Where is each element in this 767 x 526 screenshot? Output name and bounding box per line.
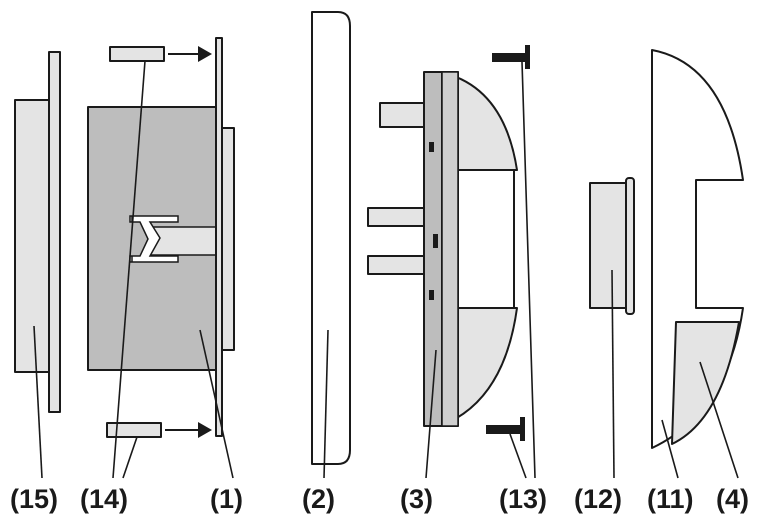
leader-12 [611,269,615,479]
part-1-insert [87,37,235,437]
part-3-pin-top [379,102,425,128]
part-13-screw-top-head [525,45,530,69]
leader-13b [509,433,527,479]
part-3-rib [441,71,459,427]
label-14: (14) [80,484,128,514]
part-2-frame-body [311,11,351,465]
label-15: (15) [10,484,58,514]
leader-11 [661,419,679,479]
label-13: (13) [499,484,547,514]
part-labels: (15) (14) (1) (2) (3) (13) (12) (11) (4) [10,484,749,514]
label-2: (2) [302,484,335,514]
part-13-screw-top-shaft [492,53,526,62]
part-13-screw-bottom-shaft [486,425,522,434]
part-12-lip [625,177,635,315]
part-14-clip-top [109,46,165,62]
part-4-rocker-lens [671,321,740,445]
part-3-pin-middle [367,207,425,227]
leader-3 [425,349,437,479]
part-14-clips [106,46,212,438]
part-14-clip-bottom [106,422,162,438]
part-13-screw-bottom-head [520,417,525,441]
part-15-inner-plate [14,99,52,373]
arrow-top-head [198,46,212,62]
part-3-inner-window [457,169,515,309]
part-3-slot-3 [429,290,434,300]
label-11: (11) [647,484,694,514]
leader-4 [699,361,739,479]
part-15-outer-plate [48,51,61,413]
label-1: (1) [210,484,243,514]
leader-lines [33,60,739,479]
part-3-pin-lower [367,255,425,275]
part-12-insert [589,177,635,315]
arrow-bottom-head [198,422,212,438]
leader-2 [323,329,329,479]
part-12-body [589,182,629,309]
label-4: (4) [716,484,749,514]
part-3-plate [423,71,443,427]
part-2-cover-frame [311,11,351,465]
leader-15 [33,325,43,479]
part-13-screws [486,45,530,441]
part-1-spring-contact [129,215,179,263]
part-3-slot-1 [429,142,434,152]
label-12: (12) [574,484,622,514]
label-3: (3) [400,484,433,514]
part-3-slot-2 [433,234,438,248]
leader-14a [112,60,146,479]
leader-1 [199,329,234,479]
part-15-frame [14,51,61,413]
leader-13a [521,61,536,479]
leader-14b [122,436,138,479]
part-1-side-rail [221,127,235,351]
part-3-mounting-frame [367,71,518,427]
part-11-rocker [651,49,744,449]
part-1-terminal-block [149,226,221,256]
